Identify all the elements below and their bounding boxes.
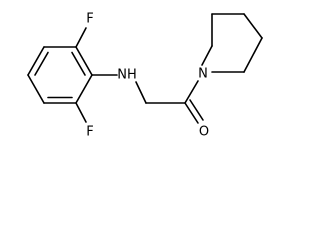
atom-label-n-piperidine: N [198,67,208,82]
ring-double-bond-c1-c2 [71,51,86,76]
ring-bond-c1-c2 [75,46,93,76]
ring-bond-c4-c5 [27,74,45,104]
piperidine-ring [201,13,263,73]
atom-label-f-top: F [86,12,93,27]
bond-c6-f-bottom [75,102,87,123]
ring-bond-c6-c1 [75,74,93,104]
benzene-ring [27,46,93,104]
pip-bond-n-c2 [201,45,213,66]
chemical-structure-canvas: F F NH N O [27,11,263,140]
ring-bond-c3-c4 [27,46,45,76]
atom-label-nh: NH [117,68,137,83]
pip-bond-c5-c6 [243,37,263,73]
pip-bond-c4-c5 [243,13,263,39]
bond-carbonyl-n [184,80,199,104]
molecule-diagram: F F NH N O [27,12,263,140]
atom-label-o-carbonyl: O [199,125,209,140]
bond-carbonyl-o-double [189,99,204,121]
atom-label-f-bottom: F [86,125,93,140]
ring-double-bond-c3-c4 [34,51,49,76]
bond-c2-f-top [75,27,87,48]
bond-nh-ch2 [135,81,147,104]
bond-carbonyl-o [184,102,199,124]
